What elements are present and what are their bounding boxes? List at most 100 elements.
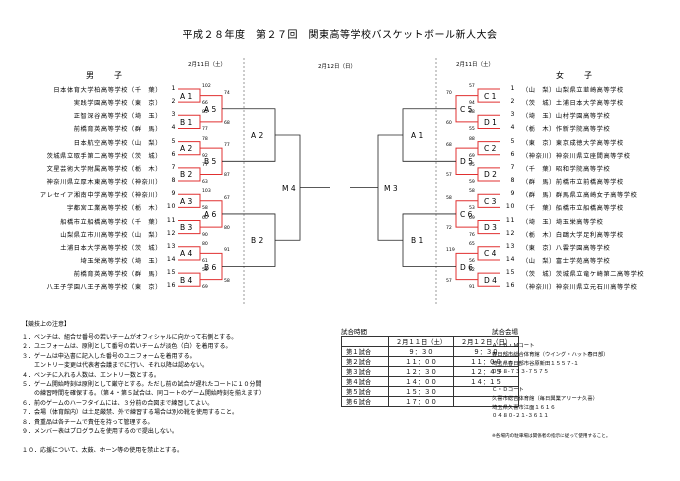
rule-line: １０．応援について、太鼓、ホーン等の使用を禁止とする。 (22, 446, 184, 454)
boys-seed-number: 16 (166, 282, 176, 290)
girls-r2-score: 68 (446, 143, 452, 149)
boys-r1-score: 80 (202, 241, 208, 247)
boys-seed-number: 13 (166, 242, 176, 250)
rule-line: エントリー変更は代表者会議までに行い、それ以降は認めない。 (22, 362, 209, 370)
girls-r2-bracket (455, 95, 478, 123)
girls-r1-score: 68 (469, 110, 475, 116)
rules-title: 【競技上の注意】 (22, 321, 71, 328)
rule-line: １．ベンチは、組合せ番号の若いチームがオフィシャルに向かって右側とする。 (22, 334, 238, 341)
girls-team-name: （群 馬）前橋市立前橋高等学校 (522, 179, 624, 187)
girls-r1-bracket (477, 272, 500, 287)
boys-team-name: 日本体育大学柏高等学校（千 葉） (53, 87, 162, 94)
girls-team-name: （東 京）東京成徳大学高等学校 (522, 139, 624, 147)
boys-r1-bracket (178, 220, 201, 235)
boys-r1-game-label: B 4 (180, 275, 193, 285)
girls-team-name: （茨 城）土浦日本大学高等学校 (522, 100, 624, 108)
boys-team-name: 八王子学園八王子高等学校（東 京） (46, 284, 162, 292)
girls-seed-number: 8 (510, 177, 515, 185)
schedule-time-day1: １１：００ (388, 356, 454, 367)
girls-team-name: （栃 木）白鷗大学足利高等学校 (522, 231, 624, 239)
boys-r1-score: 77 (202, 162, 208, 168)
page-title: 平成２８年度 第２７回 関東高等学校バスケットボール新人大会 (182, 30, 498, 41)
venue-line: ０４８-７３３-７５７５ (492, 369, 549, 376)
boys-seed-number: 6 (171, 150, 176, 158)
girls-r1-score: 69 (469, 153, 475, 159)
girls-team-name: （埼 玉）山村学園高等学校 (522, 113, 611, 121)
boys-r2-game-label: B 5 (204, 157, 217, 167)
boys-seed-number: 8 (171, 177, 176, 185)
boys-r2-bracket (200, 95, 223, 123)
boys-header: 男 子 (86, 71, 128, 80)
girls-r1-score: 55 (469, 127, 475, 133)
rule-line: の練習時間を確保する。（第４・第５試合は、同コートのゲーム開始時刻を揃えます） (22, 390, 265, 398)
rule-line: ８．貴重品は各チームで責任を持って管理する。 (22, 418, 154, 426)
boys-r1-game-label: A 3 (180, 196, 193, 206)
boys-r2-bracket (200, 147, 223, 175)
girls-r1-bracket (477, 141, 500, 156)
boys-r1-score: 77 (202, 127, 208, 133)
boys-seed-number: 14 (166, 255, 176, 263)
boys-team-name: 実践学園高等学校（東 京） (73, 100, 162, 108)
girls-seed-number: 13 (505, 242, 515, 250)
girls-r1-score: 94 (469, 101, 475, 107)
boys-r3-game-label: B 2 (251, 236, 264, 246)
boys-r1-bracket (178, 114, 201, 129)
girls-team-name: （千 葉）船橋市立船橋高等学校 (522, 205, 624, 213)
boys-seed-number: 9 (171, 190, 176, 198)
boys-r1-game-label: B 1 (180, 117, 193, 127)
boys-r1-game-label: B 3 (180, 223, 193, 233)
girls-r2-score: 70 (446, 90, 452, 96)
boys-r2-bracket (200, 252, 223, 281)
girls-r1-game-label: D 3 (484, 223, 497, 233)
girls-seed-number: 9 (510, 190, 515, 198)
schedule-corner (341, 336, 389, 347)
boys-r1-score: 63 (202, 180, 208, 186)
girls-seed-number: 1 (510, 85, 515, 92)
venue-line: Ａ・Ｂ・Ｍコート (492, 343, 535, 349)
girls-seed-number: 10 (505, 203, 515, 211)
boys-r1-score: 58 (202, 206, 208, 212)
girls-r2-game-label: C 5 (460, 104, 473, 114)
boys-r1-game-label: A 4 (180, 249, 193, 259)
girls-seed-number: 15 (505, 269, 515, 277)
girls-r1-score: 88 (469, 136, 475, 142)
venue-title: 試合会場 (492, 328, 518, 336)
girls-r1-game-label: C 1 (484, 91, 497, 101)
rule-line: ２．ユニフォームは、原則として番号の若いチームが淡色（白）を着用する。 (22, 343, 232, 351)
girls-r1-bracket (477, 88, 500, 103)
girls-final-label: M 3 (384, 183, 398, 193)
schedule-time-day1: ９：３０ (388, 346, 454, 357)
girls-seed-number: 2 (510, 98, 515, 106)
boys-final-label: M 4 (282, 183, 296, 193)
boys-r1-score: 78 (202, 136, 208, 142)
girls-team-name: （山 梨）山梨県立韮崎高等学校 (522, 87, 624, 94)
girls-team-name: （神奈川）神奈川県立元石川高等学校 (522, 284, 638, 292)
boys-r2-game-label: A 5 (204, 104, 217, 114)
girls-r2-score: 60 (446, 120, 452, 126)
boys-team-name: 山梨県立市川高等学校（山 梨） (60, 231, 162, 239)
girls-team-name: （埼 玉）埼玉栄高等学校 (522, 218, 604, 226)
boys-r2-score: 67 (224, 195, 230, 201)
schedule-title: 試合時間 (341, 328, 367, 336)
boys-team-name: 宇都宮工業高等学校（栃 木） (66, 205, 162, 213)
boys-r1-game-label: A 2 (180, 144, 193, 154)
boys-team-name: 正智深谷高等学校（埼 玉） (73, 113, 162, 121)
rule-line: ５．ゲーム開始時刻は原則として厳守とする。ただし前の試合が遅れたコートに１０分間 (22, 381, 262, 388)
rule-line: ６．前のゲームのハーフタイムには、３分前の合図まで練習してよい。 (22, 399, 214, 407)
boys-r1-bracket (178, 141, 201, 156)
girls-r1-score: 95 (469, 162, 475, 168)
boys-r1-bracket (178, 88, 201, 103)
girls-team-name: （茨 城）茨城県立竜ケ崎第二高等学校 (522, 271, 645, 279)
boys-r1-bracket (178, 246, 201, 261)
girls-r2-score: 57 (446, 278, 452, 284)
rule-line: ９．メンバー表はプログラムを使用するので提出しない。 (22, 428, 178, 435)
venue-line: Ｃ・Ｄコート (492, 387, 524, 393)
boys-r2-score: 58 (224, 278, 230, 284)
rule-line: ４．ベンチに入れる人数は、エントリー数とする。 (22, 371, 160, 379)
boys-r2-score: 80 (224, 226, 230, 232)
schedule-game-name: 第１試合 (341, 346, 389, 357)
girls-r1-game-label: D 1 (484, 117, 497, 127)
